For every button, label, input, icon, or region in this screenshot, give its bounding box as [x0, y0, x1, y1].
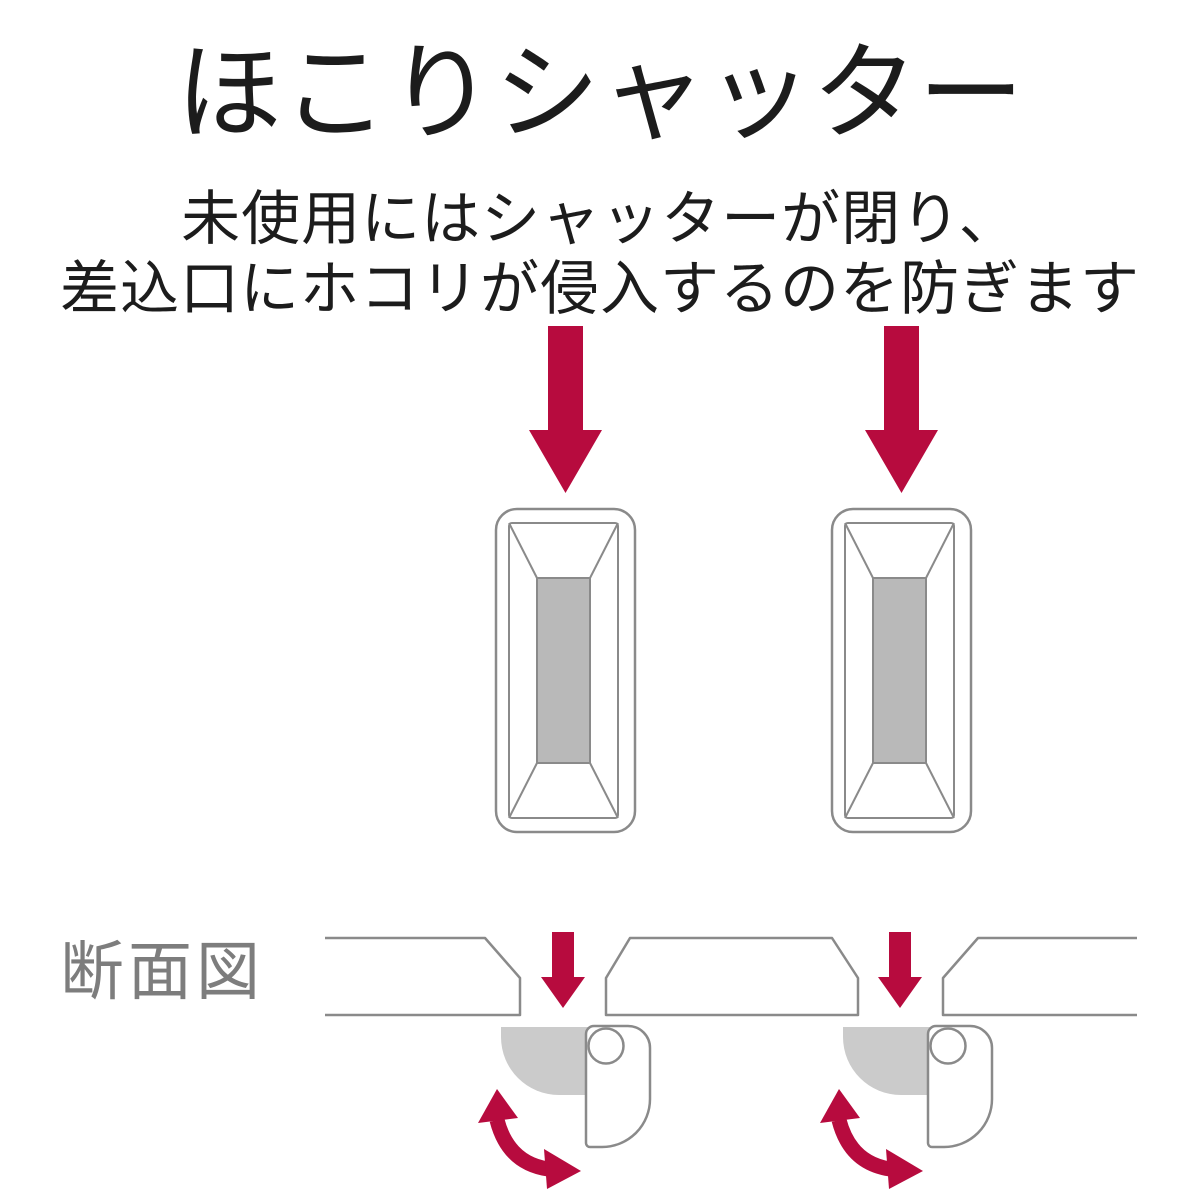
shutter-mechanism — [820, 1026, 992, 1189]
outlet-shutter-plate — [536, 577, 591, 764]
shutter-wedge — [501, 1027, 588, 1095]
shutter-pivot — [587, 1027, 625, 1065]
down-arrow-icon — [865, 326, 938, 493]
down-arrow-icon — [529, 326, 602, 493]
cross-section-faceplate — [325, 936, 1137, 1017]
slot-down-arrow-icon — [541, 932, 585, 1008]
shutter-mechanism — [478, 1024, 652, 1189]
outlet-funnel-edges — [508, 522, 619, 819]
outlet-inner-frame — [508, 522, 619, 819]
rotate-arrow-icon — [478, 1089, 581, 1189]
subtitle: 未使用にはシャッターが閉り、 差込口にホコリが侵入するのを防ぎます — [0, 184, 1200, 324]
faceplate-right-segment — [941, 936, 1137, 1017]
subtitle-line-1: 未使用にはシャッターが閉り、 — [181, 186, 1019, 252]
faceplate-left-segment — [325, 936, 522, 1017]
outlet-socket-illustration — [494, 507, 637, 834]
faceplate-middle-segment — [604, 936, 860, 1017]
subtitle-line-2: 差込口にホコリが侵入するのを防ぎます — [59, 256, 1140, 322]
slot-down-arrow-icon — [878, 932, 922, 1008]
cross-section-label: 断面図 — [60, 936, 264, 1008]
outlet-socket-illustration — [830, 507, 973, 834]
page-title: ほこりシャッター — [176, 35, 1024, 153]
